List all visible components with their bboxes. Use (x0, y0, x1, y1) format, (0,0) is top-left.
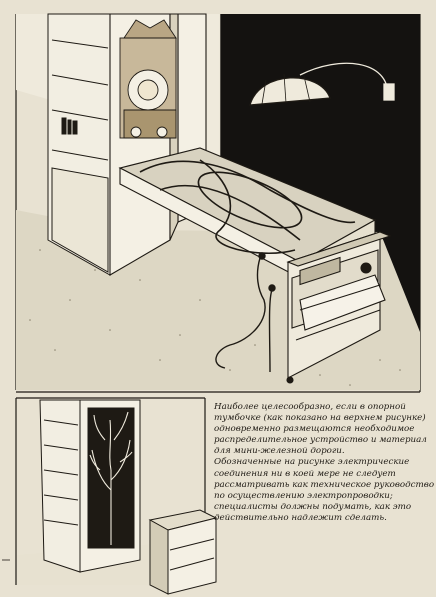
control-cabinet (286, 231, 392, 384)
top-illustration (15, 13, 421, 393)
bottom-illustration (15, 397, 218, 595)
caption-line: распределительное устройство и материал (214, 435, 427, 446)
caption-line: Обозначенные на рисунке электрические (214, 457, 410, 468)
electric-cables (215, 252, 276, 373)
wall-lamp (249, 62, 395, 106)
caption-line: по осуществлению электропроводки; (214, 490, 393, 501)
caption-line: соединения ни в коей мере не следует (214, 468, 396, 479)
caption-line: специалисты должны подумать, как это (214, 501, 412, 512)
caption-line: тумбочке (как показано на верхнем рисунк… (214, 413, 426, 424)
caption-line: рассматривать как техническое руководств… (214, 479, 435, 490)
caption-text: Наиболее целесообразно, если в опорной т… (214, 402, 435, 524)
clock-ornament (119, 19, 177, 139)
caption-line: для мини-железной дороги. (214, 446, 345, 457)
caption-line: действительно надлежит сделать. (214, 512, 387, 523)
caption-line: Наиболее целесообразно, если в опорной (214, 402, 406, 412)
caption-line: одновременно размещаются необходимое (214, 424, 415, 435)
bookcase (47, 13, 111, 276)
